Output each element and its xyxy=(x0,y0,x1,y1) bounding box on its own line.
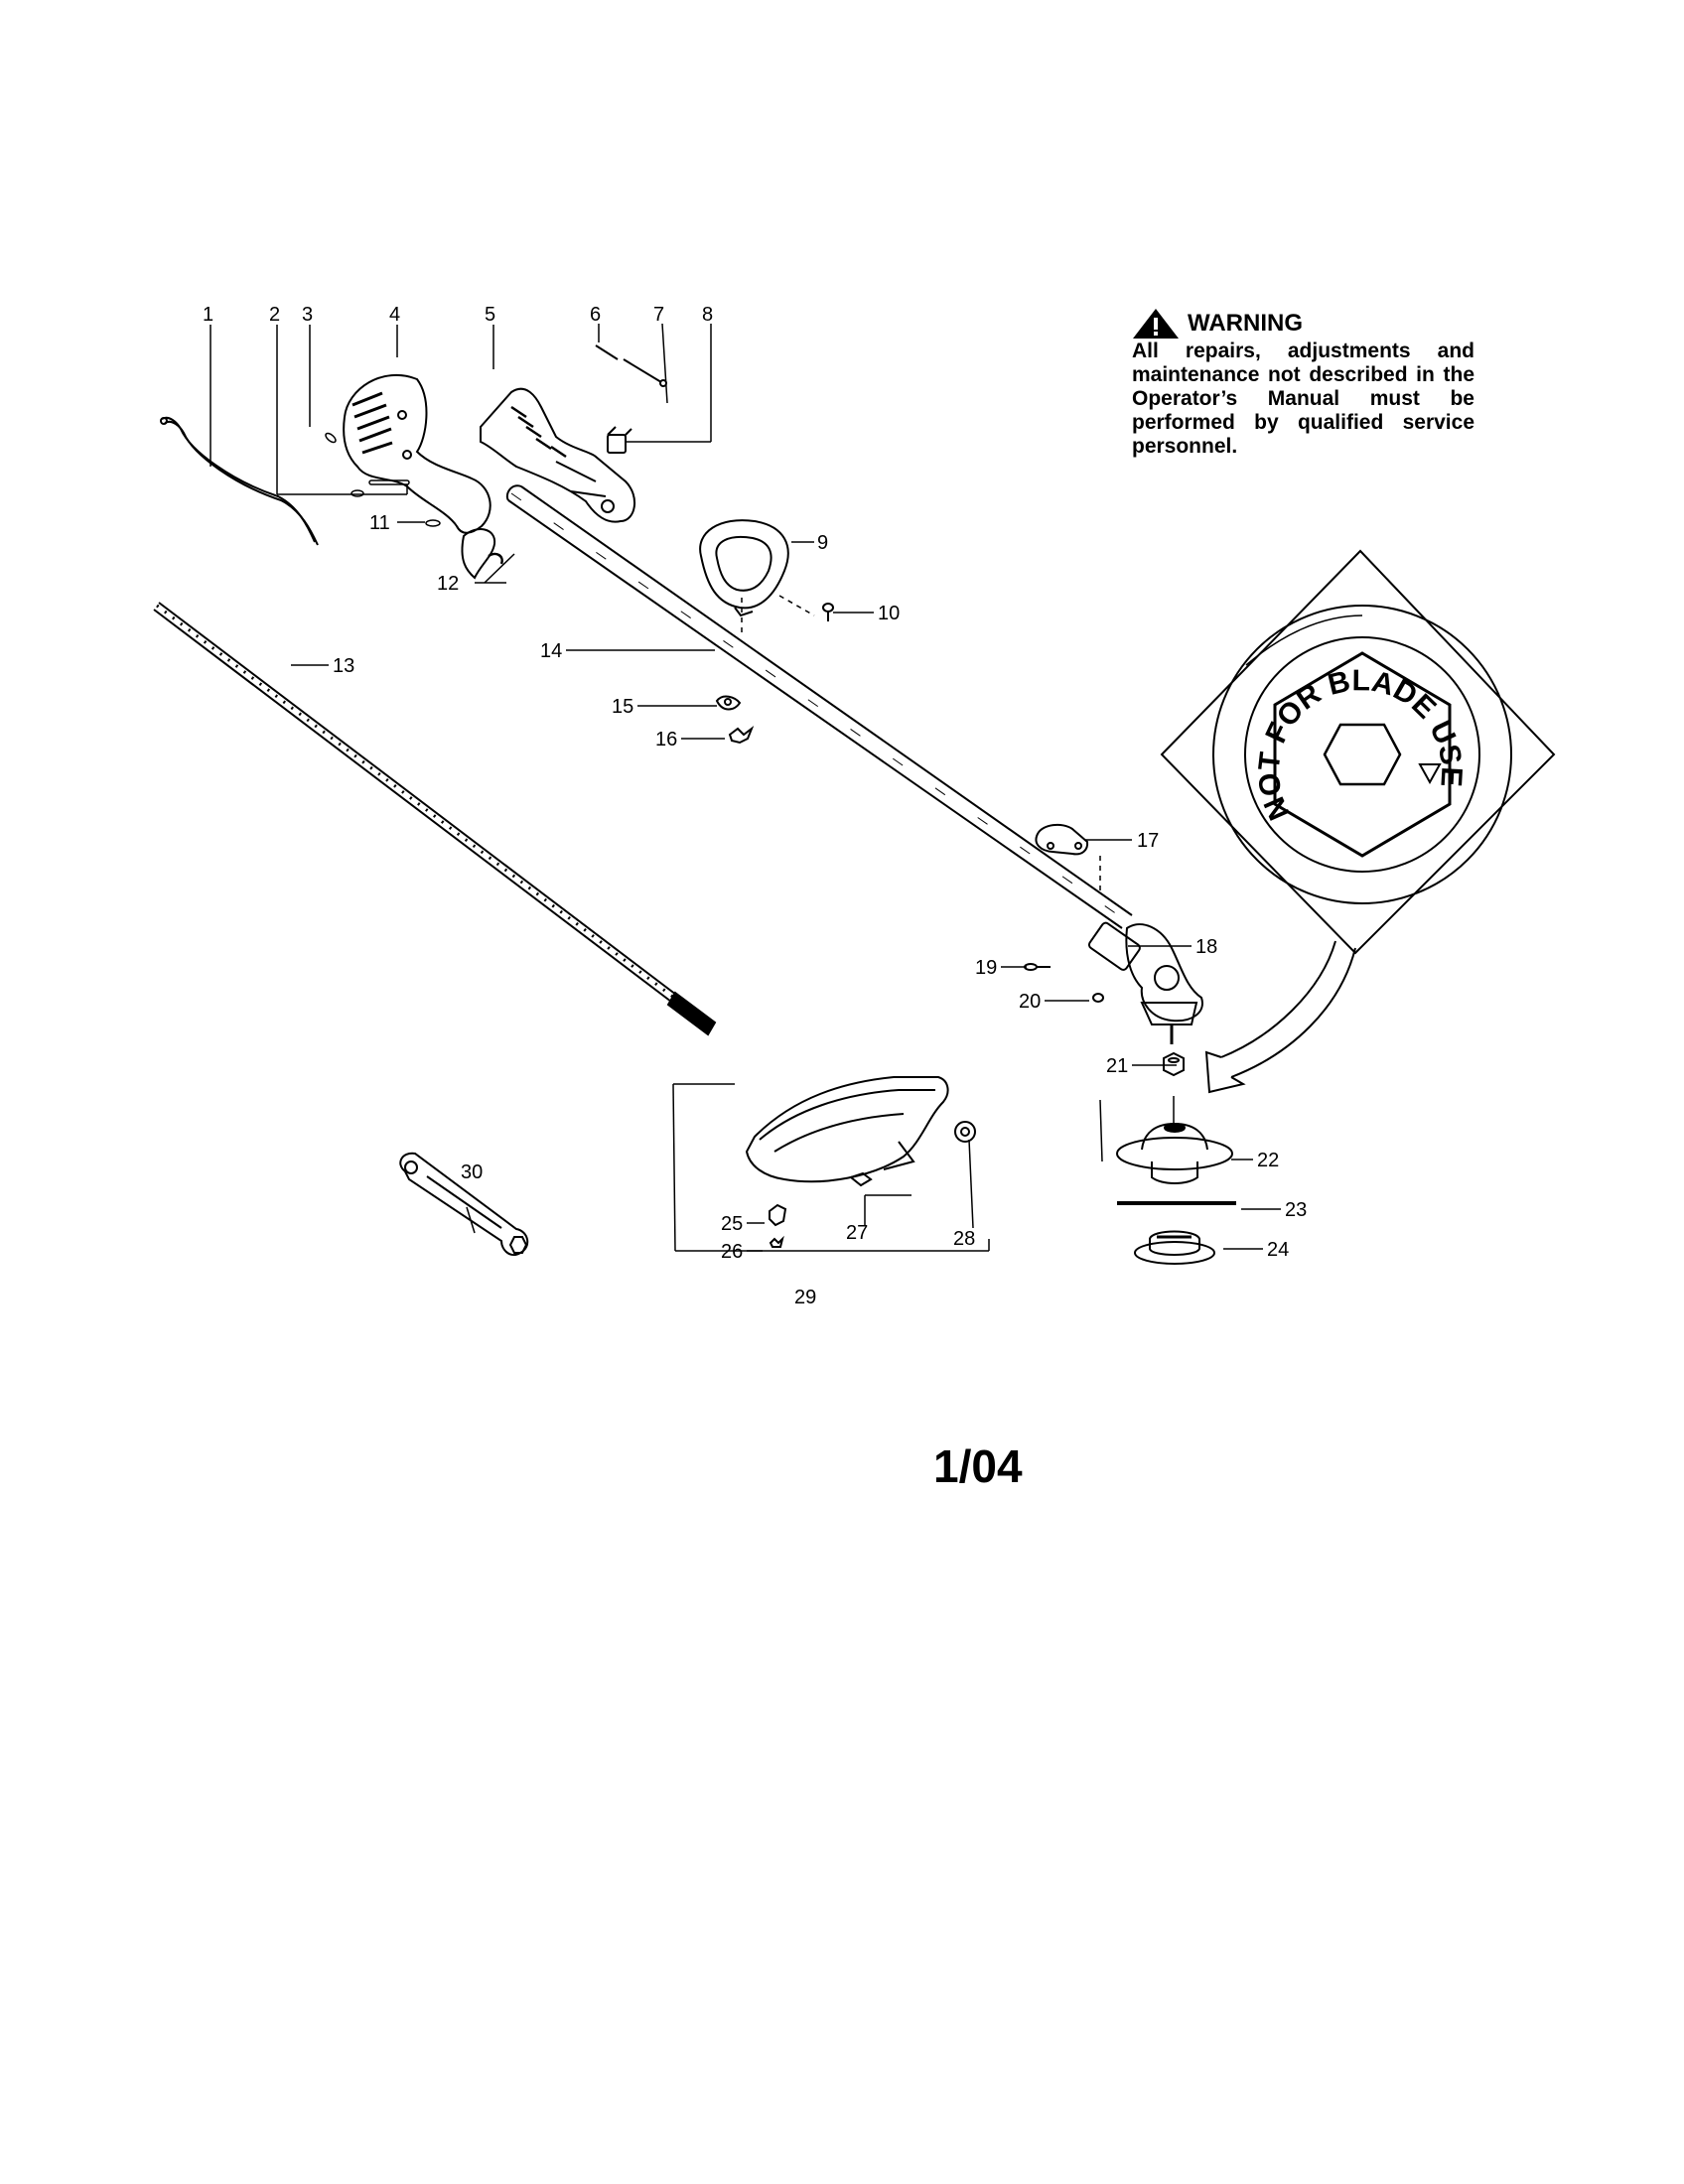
nut-label: NOT FOR BLADE USE xyxy=(1252,664,1468,825)
part-13-flex-shaft xyxy=(153,602,717,1036)
part-15-clamp xyxy=(715,695,742,711)
callout-22: 22 xyxy=(1257,1150,1279,1171)
part-24-spool xyxy=(1134,1230,1215,1265)
callout-2: 2 xyxy=(269,304,280,326)
dashed-leaders xyxy=(741,595,1101,893)
callout-17: 17 xyxy=(1137,830,1159,852)
callout-21: 21 xyxy=(1106,1055,1128,1077)
callout-3: 3 xyxy=(302,304,313,326)
parts-6-7-pins xyxy=(595,344,667,387)
callout-23: 23 xyxy=(1285,1199,1307,1221)
part-14-shaft-housing xyxy=(505,484,1133,929)
callout-12: 12 xyxy=(437,573,459,595)
nut-label-text: NOT FOR BLADE USE xyxy=(1252,664,1468,825)
callout-20: 20 xyxy=(1019,991,1041,1013)
part-30-wrench xyxy=(399,1152,529,1257)
callout-19: 19 xyxy=(975,957,997,979)
part-17-hanger-bracket xyxy=(1035,823,1089,856)
part-29-guard-assembly xyxy=(672,1076,990,1252)
inset-arrow xyxy=(1204,940,1356,1094)
callout-10: 10 xyxy=(878,603,900,624)
callout-28: 28 xyxy=(953,1228,975,1250)
callout-15: 15 xyxy=(612,696,633,718)
callout-24: 24 xyxy=(1267,1239,1289,1261)
callout-13: 13 xyxy=(333,655,354,677)
part-1-throttle-cable xyxy=(160,416,319,546)
part-22-spool-hub xyxy=(1116,1122,1233,1184)
callout-26: 26 xyxy=(721,1241,743,1263)
part-18-gear-head xyxy=(1087,921,1203,1044)
inset-detail: NOT FOR BLADE USE xyxy=(1160,549,1556,955)
callout-5: 5 xyxy=(485,304,495,326)
warning-text: All repairs, adjustments and maintenance… xyxy=(1132,340,1474,458)
callout-8: 8 xyxy=(702,304,713,326)
callout-11: 11 xyxy=(369,512,390,534)
part-8-switch xyxy=(607,426,632,454)
parts-19-20-screws xyxy=(1024,963,1104,1003)
callout-9: 9 xyxy=(817,532,828,554)
callout-1: 1 xyxy=(203,304,213,326)
warning-heading-row: WARNING xyxy=(1132,308,1474,340)
leader-lines xyxy=(210,323,1281,1252)
warning-triangle-icon xyxy=(1133,309,1179,339)
callout-18: 18 xyxy=(1195,936,1217,958)
callout-25: 25 xyxy=(721,1213,743,1235)
part-21-nut xyxy=(1163,1051,1185,1077)
callout-14: 14 xyxy=(540,640,562,662)
page-identifier: 1/04 xyxy=(933,1440,1023,1492)
part-10-screw xyxy=(822,603,834,621)
callout-labels: 1 2 3 4 5 6 7 8 9 10 11 12 13 14 15 16 1… xyxy=(203,304,1307,1308)
part-12-throttle-trigger xyxy=(461,528,503,580)
part-5-handle-housing xyxy=(480,387,635,523)
part-4-handle-housing xyxy=(343,373,491,534)
callout-16: 16 xyxy=(655,729,677,751)
callout-30: 30 xyxy=(461,1161,483,1183)
callout-29: 29 xyxy=(794,1287,816,1308)
warning-heading: WARNING xyxy=(1188,310,1303,337)
callout-7: 7 xyxy=(653,304,664,326)
warning-box: WARNING All repairs, adjustments and mai… xyxy=(1132,308,1474,459)
guard-hardware xyxy=(769,1121,976,1248)
part-16-wing-nut xyxy=(728,726,755,745)
callout-27: 27 xyxy=(846,1222,868,1244)
callout-6: 6 xyxy=(590,304,601,326)
part-9-loop-handle xyxy=(699,519,789,617)
callout-4: 4 xyxy=(389,304,400,326)
